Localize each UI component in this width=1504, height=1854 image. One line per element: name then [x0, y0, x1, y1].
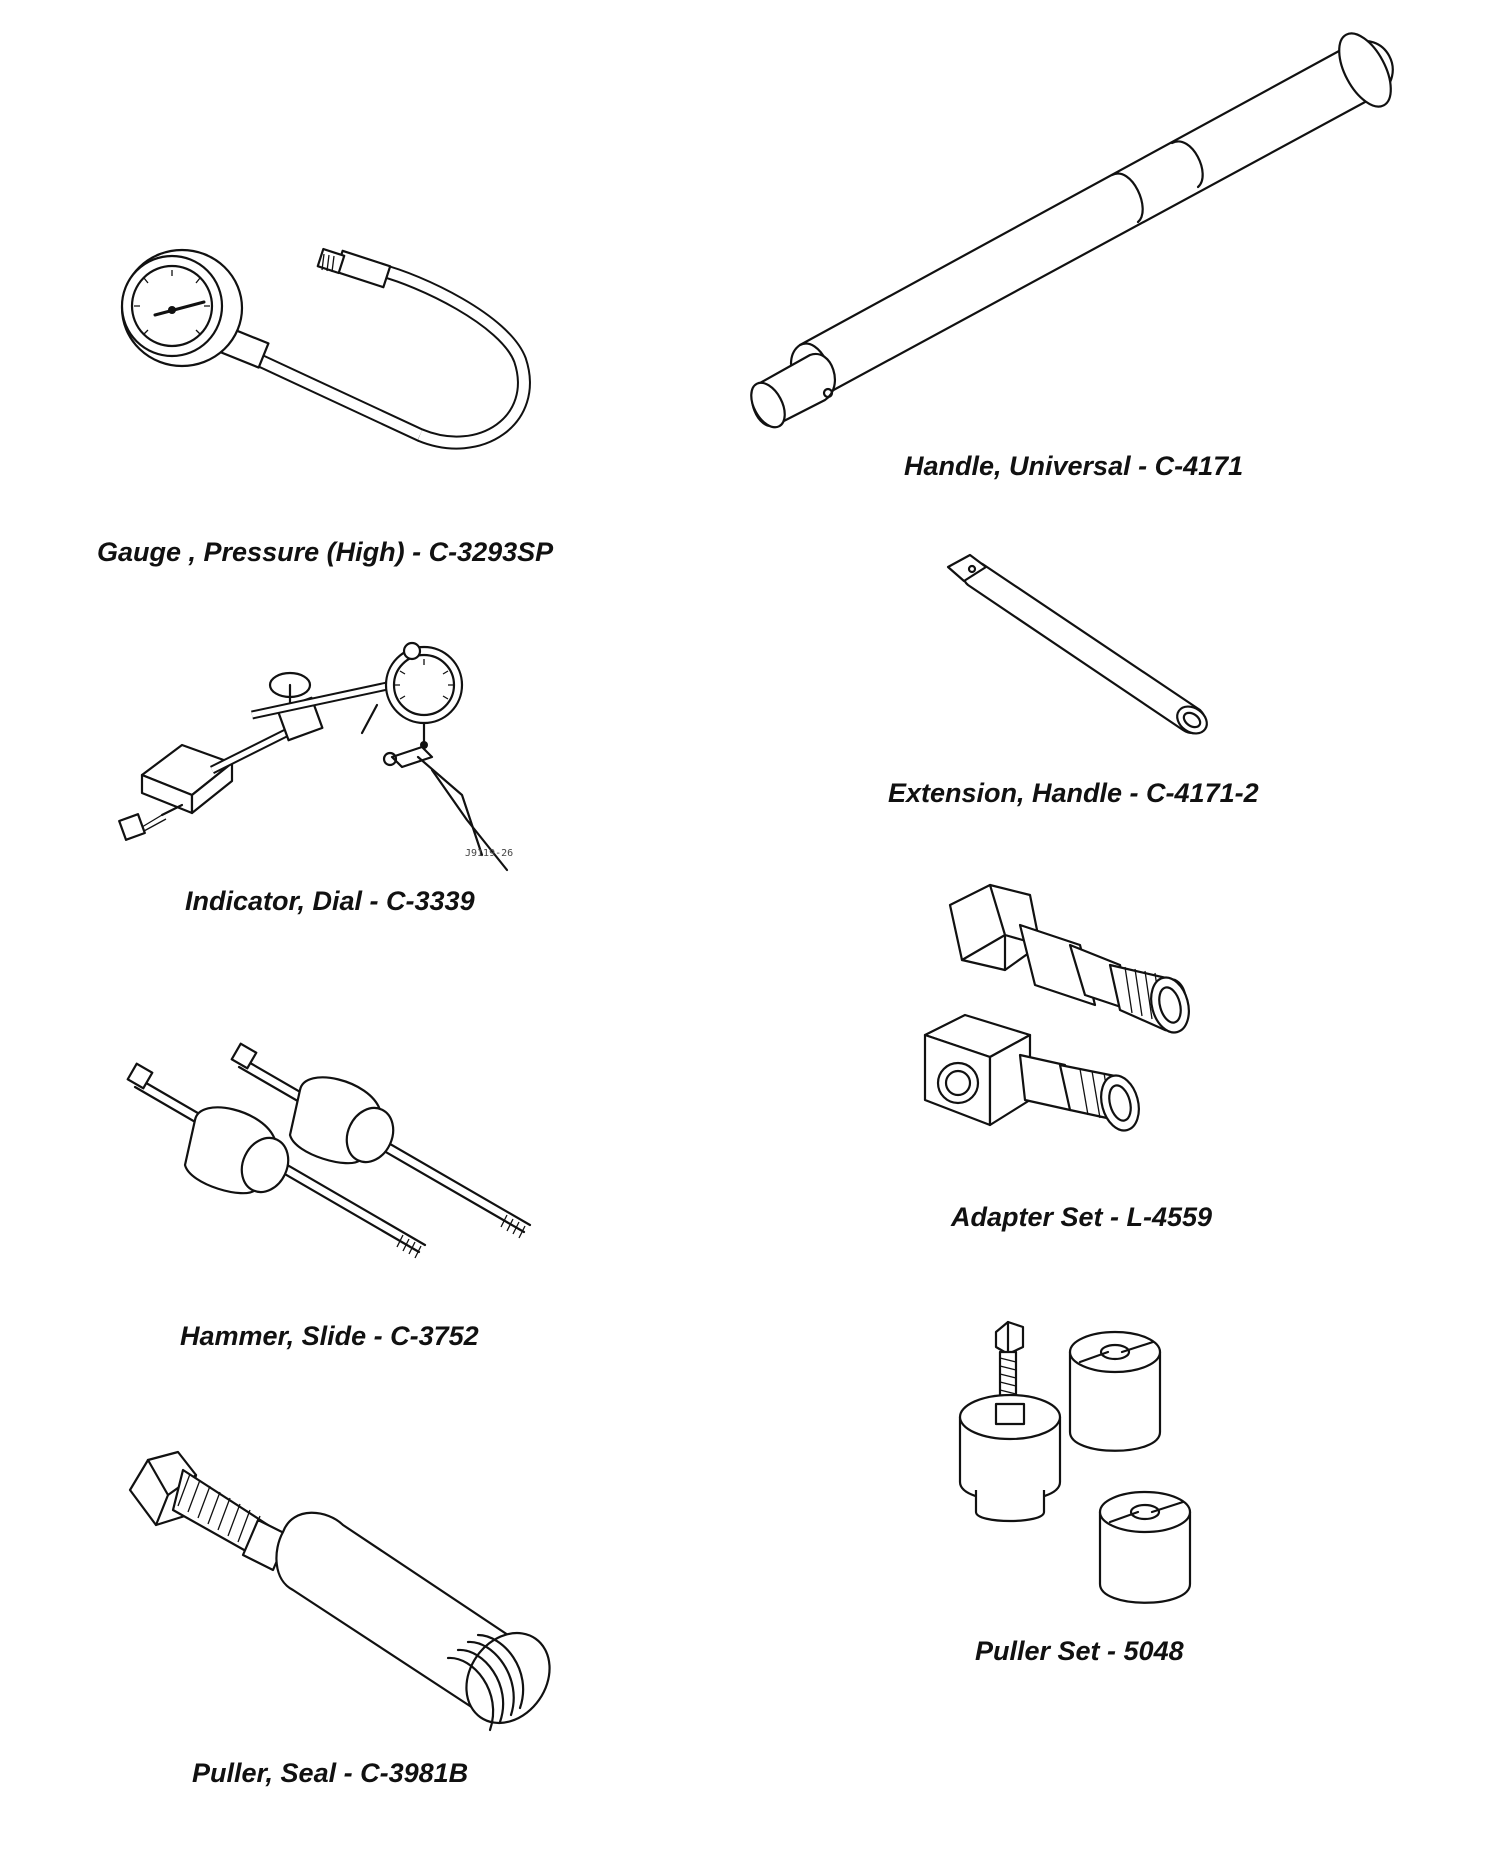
puller-set-caption: Puller Set - 5048: [975, 1636, 1184, 1666]
gauge-caption: Gauge , Pressure (High) - C-3293SP: [97, 537, 554, 567]
adapter-set-icon: [920, 883, 1240, 1185]
hammer-caption: Hammer, Slide - C-3752: [180, 1321, 479, 1351]
adapter-caption: Adapter Set - L-4559: [951, 1202, 1213, 1232]
seal-puller-icon: [128, 1440, 551, 1732]
universal-handle-icon: [750, 15, 1410, 435]
figure-code: J9119-26: [465, 848, 514, 859]
extension-caption: Extension, Handle - C-4171-2: [888, 778, 1259, 808]
handle-extension-icon: [946, 553, 1218, 755]
pressure-gauge-icon: [120, 247, 560, 470]
slide-hammer-icon: [126, 1042, 545, 1265]
dial-indicator-icon: [118, 641, 542, 875]
puller-set-icon: [958, 1320, 1218, 1612]
seal-puller-caption: Puller, Seal - C-3981B: [192, 1758, 469, 1788]
handle-caption: Handle, Universal - C-4171: [904, 451, 1244, 481]
indicator-caption: Indicator, Dial - C-3339: [185, 886, 475, 916]
